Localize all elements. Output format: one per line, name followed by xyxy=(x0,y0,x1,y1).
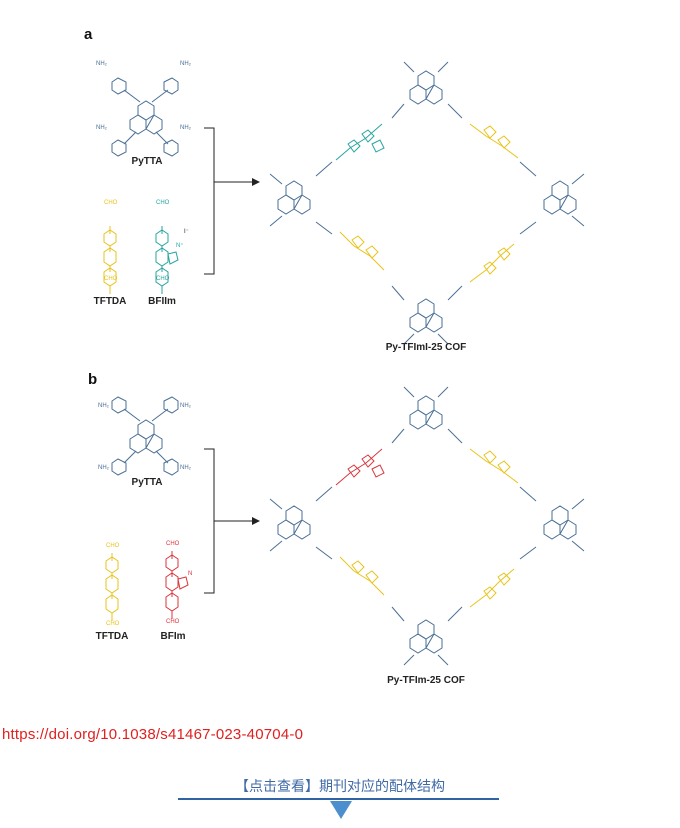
divider-line xyxy=(178,798,499,800)
label-pytta-b: PyTTA xyxy=(131,477,163,488)
cho-group: CHO xyxy=(104,276,118,282)
panel-b: b xyxy=(0,365,680,705)
panel-letter-b: b xyxy=(88,371,98,388)
doi-link[interactable]: https://doi.org/10.1038/s41467-023-40704… xyxy=(2,726,304,743)
label-pytta-a: PyTTA xyxy=(131,156,163,167)
bfiim-structure xyxy=(155,226,179,294)
label-bfiim: BFIIm xyxy=(148,296,176,307)
cho-group: CHO xyxy=(166,541,180,547)
nh2-group: NH₂ xyxy=(96,125,107,131)
cho-group: CHO xyxy=(156,200,170,206)
arrow-down-icon xyxy=(330,801,352,819)
label-bfim: BFIm xyxy=(160,631,186,642)
nh2-group: NH₂ xyxy=(180,61,191,67)
label-tftda-b: TFTDA xyxy=(95,631,129,642)
panel-a-scheme xyxy=(103,61,585,345)
nh2-group: NH₂ xyxy=(180,403,191,409)
label-product-b: Py-TFIm-25 COF xyxy=(387,675,465,686)
iodide-label: I⁻ xyxy=(184,229,189,235)
panel-letter-a: a xyxy=(84,26,93,43)
reaction-bracket-b xyxy=(204,448,252,594)
reaction-arrow-a xyxy=(252,178,260,186)
cof-framework-a xyxy=(269,61,585,345)
n-label: N xyxy=(188,571,193,577)
pytta-structure-b xyxy=(111,396,179,476)
panel-a: a xyxy=(0,20,680,370)
cho-group: CHO xyxy=(106,621,120,627)
reaction-bracket-a xyxy=(204,127,252,275)
bfim-structure xyxy=(165,551,189,619)
panel-b-scheme xyxy=(105,386,585,666)
reaction-arrow-b xyxy=(252,517,260,525)
nh2-group: NH₂ xyxy=(98,465,109,471)
nplus-label: N⁺ xyxy=(176,243,184,249)
pytta-structure-a xyxy=(111,77,179,157)
tftda-structure-a xyxy=(103,226,117,294)
cof-framework-b xyxy=(269,386,585,666)
label-tftda-a: TFTDA xyxy=(93,296,127,307)
label-product-a: Py-TFImI-25 COF xyxy=(385,342,467,353)
cho-group: CHO xyxy=(156,276,170,282)
cho-group: CHO xyxy=(106,543,120,549)
cho-group: CHO xyxy=(166,619,180,625)
nh2-group: NH₂ xyxy=(180,125,191,131)
ligand-structure-link[interactable]: 【点击查看】期刊对应的配体结构 xyxy=(235,779,445,795)
nh2-group: NH₂ xyxy=(98,403,109,409)
nh2-group: NH₂ xyxy=(96,61,107,67)
tftda-structure-b xyxy=(105,553,119,621)
nh2-group: NH₂ xyxy=(180,465,191,471)
cho-group: CHO xyxy=(104,200,118,206)
